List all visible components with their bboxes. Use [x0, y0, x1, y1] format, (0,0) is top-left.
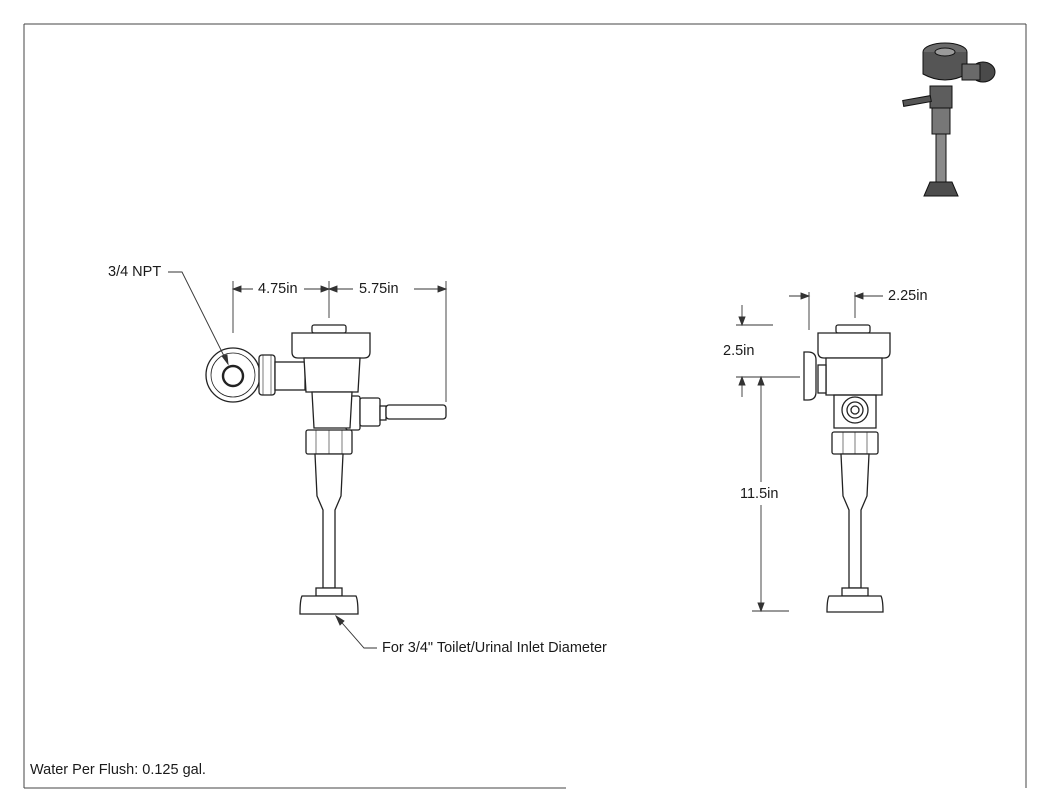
dimension-side-offset-height: 2.5in	[723, 343, 755, 359]
flush-valve-front-view	[205, 324, 447, 615]
inlet-diameter-callout: For 3/4" Toilet/Urinal Inlet Diameter	[382, 640, 607, 656]
valve-top-cap	[311, 324, 347, 334]
sheet-border	[23, 23, 1027, 789]
spud-flange	[299, 595, 359, 615]
inlet-stop-fitting	[205, 347, 261, 403]
flush-valve-side-view	[803, 324, 891, 613]
flush-valve-isometric-thumbnail	[902, 42, 996, 197]
side-dimension-lines	[736, 292, 883, 613]
dimension-front-left-width: 4.75in	[258, 281, 298, 297]
dimension-side-total-height: 11.5in	[740, 486, 779, 502]
dimension-front-right-width: 5.75in	[359, 281, 399, 297]
flush-handle	[385, 404, 447, 420]
dimension-side-top-width: 2.25in	[888, 288, 928, 304]
valve-cover	[291, 332, 371, 359]
inlet-thread-callout: 3/4 NPT	[108, 264, 162, 280]
flush-tube	[314, 453, 344, 589]
handle-escutcheon	[803, 351, 817, 401]
front-dimension-lines	[168, 271, 448, 649]
water-per-flush-note: Water Per Flush: 0.125 gal.	[30, 762, 206, 778]
